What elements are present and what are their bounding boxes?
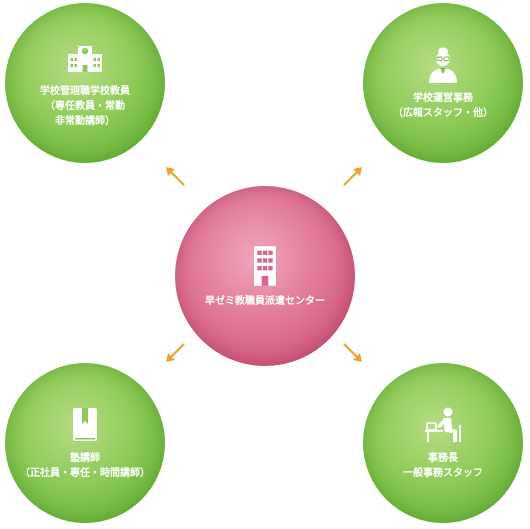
node-cram-teacher: 塾講師 （正社員・専任・時間講師） [5, 363, 165, 523]
node-cram-teacher-line-1: 塾講師 [70, 453, 100, 464]
node-school-admin-line-1: 学校運営事務 [413, 93, 473, 104]
desk-worker-icon [425, 407, 461, 442]
arrow-to-top-right [343, 167, 362, 186]
office-building-icon [254, 245, 276, 286]
node-office-staff-line-2: 一般事務スタッフ [403, 468, 483, 479]
node-school-staff-line-1: 学校管理職学校教員 [40, 85, 130, 97]
node-cram-teacher-line-2: （正社員・専任・時間講師） [20, 468, 150, 479]
node-school-admin: 学校運営事務 （広報スタッフ・他） [363, 3, 523, 163]
arrow-to-bottom-left [166, 343, 185, 362]
node-school-staff: 学校管理職学校教員 （専任教員・常勤 非常勤講師） [5, 3, 165, 163]
node-school-staff-line-2: （専任教員・常勤 [45, 100, 125, 112]
arrow-to-bottom-right [343, 343, 362, 362]
arrow-to-top-left [166, 167, 185, 186]
staff-person-icon [429, 47, 457, 83]
node-office-staff: 事務長 一般事務スタッフ [363, 363, 523, 523]
school-building-icon [68, 45, 102, 72]
node-dispatch-center: 早ゼミ教職員派遣センター [175, 186, 355, 366]
notebook-icon [73, 408, 97, 441]
center-label: 早ゼミ教職員派遣センター [205, 295, 325, 307]
node-school-staff-line-3: 非常勤講師） [55, 115, 115, 127]
node-office-staff-line-1: 事務長 [428, 453, 458, 464]
node-school-admin-line-2: （広報スタッフ・他） [393, 108, 493, 119]
